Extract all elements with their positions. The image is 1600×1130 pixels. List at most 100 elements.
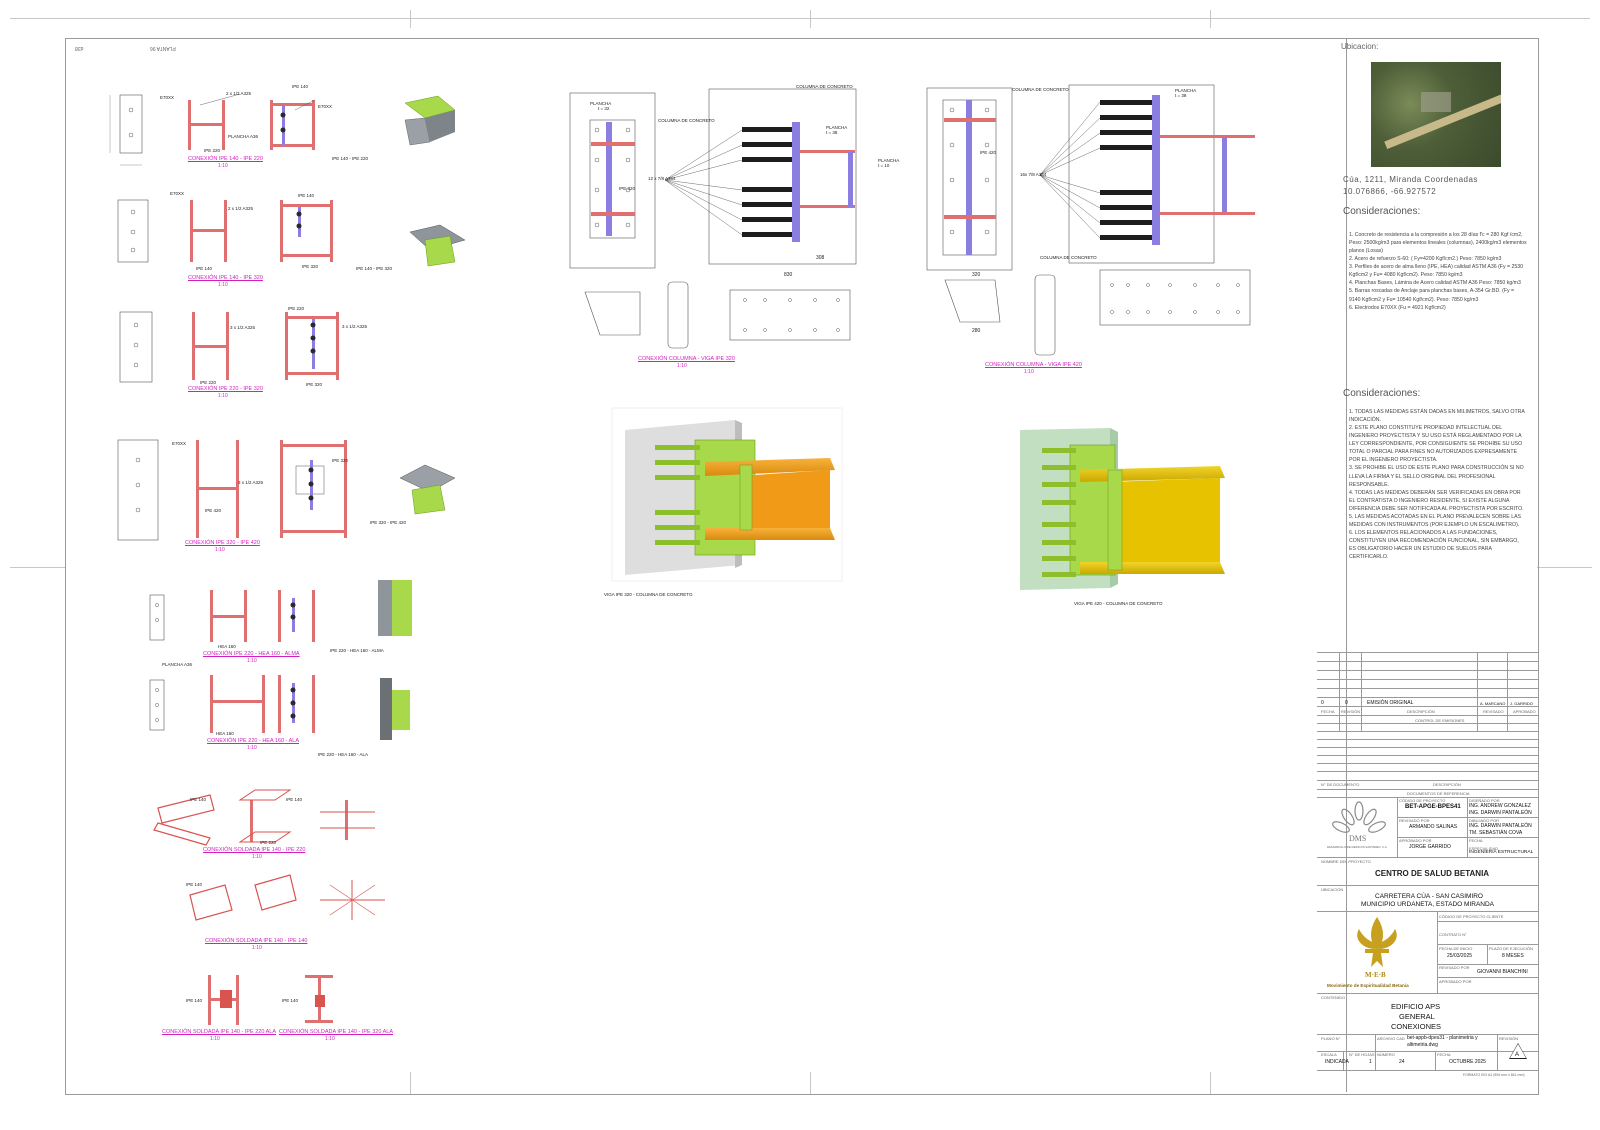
- label-iso-viga-420: VIGA IPE 420 - COLUMNA DE CONCRETO: [1074, 601, 1163, 606]
- trim-line-top: [10, 18, 1590, 19]
- label-columna-420: COLUMNA DE CONCRETO: [1012, 87, 1069, 92]
- consideraciones-heading-2: Consideraciones:: [1343, 388, 1421, 399]
- material-item: 2. Acero de refuerzo S-60: ( Fy=4200 Kgf…: [1349, 256, 1502, 263]
- location-map-image: [1371, 62, 1501, 167]
- disenado-1: ING. ANDREW GONZALEZ: [1469, 803, 1531, 809]
- connection-scale: 1:10: [218, 393, 228, 399]
- numero-value: 24: [1399, 1059, 1405, 1065]
- emission-header-fecha: FECHA: [1321, 709, 1335, 714]
- label-bolts-4: 3 x 1/2 A325: [342, 324, 368, 329]
- fleur-de-lis-icon: [1357, 917, 1397, 967]
- detail-ipe220-hea160-alma: [149, 580, 412, 642]
- escala-label: ESCALA: [1321, 1052, 1337, 1057]
- connection-title: CONEXIÓN SOLDADA IPE 140 - IPE 140: [205, 938, 308, 944]
- revision-label: REVISIÓN: [1499, 1036, 1519, 1041]
- connection-title: CONEXIÓN COLUMNA - VIGA IPE 320: [638, 356, 735, 362]
- label-e70xx-2: E70XX: [318, 104, 333, 109]
- detail-ipe140-ipe220: [109, 93, 456, 166]
- project-name: CENTRO DE SALUD BETANIA: [1375, 869, 1490, 878]
- revisado-label: REVISADO POR: [1399, 818, 1430, 823]
- plazo-value: 8 MESES: [1502, 953, 1524, 959]
- ndoc-label: N° DE DOCUMENTO: [1321, 782, 1360, 787]
- label-ipe220-3: IPE 220: [200, 380, 217, 385]
- meb-logo-text: M·E·B: [1365, 971, 1386, 979]
- detail-ipe140-ipe320: [117, 199, 466, 267]
- label-iso-140-220: IPE 140 - IPE 220: [332, 156, 369, 161]
- nombre-proyecto-label: NOMBRE DEL PROYECTO: [1321, 859, 1371, 864]
- label-anchor-320: 12 x 7/8 A354: [648, 176, 676, 181]
- hojas-value: 1: [1369, 1059, 1372, 1065]
- label-plancha-a-t: t = 32: [598, 106, 610, 111]
- fecha2-value: OCTUBRE 2025: [1449, 1059, 1486, 1065]
- ubicacion-1: CARRETERA CÚA - SAN CASIMIRO: [1375, 893, 1483, 900]
- meb-logo: M·E·B Movimiento de Espiritualidad Betan…: [1325, 913, 1435, 993]
- emission-descripcion: EMISIÓN ORIGINAL: [1367, 700, 1414, 706]
- detail-soldada-140-220: [153, 789, 375, 846]
- connection-title: CONEXIÓN IPE 220 - HEA 160 - ALA: [207, 738, 300, 744]
- numero-label: NÚMERO: [1377, 1052, 1395, 1057]
- emission-revision: 0: [1345, 700, 1348, 706]
- label-ipe140-1: IPE 140: [292, 84, 309, 89]
- codigo-cliente-label: CÓDIGO DE PROYECTO CLIENTE: [1439, 914, 1504, 919]
- detail-columna-viga-420: [926, 84, 1255, 356]
- materials-list: 1. Concreto de resistencia a la compresi…: [1349, 231, 1527, 312]
- render-viga-ipe320: [611, 407, 843, 582]
- codigo-label: CÓDIGO DE PROYECTO: [1399, 798, 1446, 803]
- note-item: 5. LAS MEDIDAS ACOTADAS EN EL PLANO PREV…: [1349, 513, 1522, 528]
- fecha-inicio-label: FECHA DE INICIO: [1439, 946, 1473, 951]
- descripcion-label: DESCRIPCIÓN: [1433, 782, 1461, 787]
- label-bolts-3: 3 x 1/2 A325: [230, 325, 256, 330]
- contenido-1: EDIFICIO APS: [1391, 1002, 1441, 1011]
- contenido-label: CONTENIDO: [1321, 995, 1345, 1000]
- label-iso-220-hea-ala: IPE 220 - HEA 160 - ALA: [318, 752, 369, 757]
- emission-header-aprobado: APROBADO: [1513, 709, 1536, 714]
- label-plancha-d-t: t = 10: [878, 163, 890, 168]
- material-item: 1. Concreto de resistencia a la compresi…: [1349, 232, 1527, 255]
- aprobado-label: APROBADO POR: [1399, 838, 1432, 843]
- label-ipe140-6: IPE 140: [186, 882, 203, 887]
- formato-label: FORMATO ISO A1 (594 mm x 841 mm): [1463, 1073, 1525, 1077]
- note-item: 2. ESTE PLANO CONSTITUYE PROPIEDAD INTEL…: [1349, 425, 1523, 464]
- label-ipe140-5: IPE 140: [286, 797, 303, 802]
- revisado-por-label: REVISADO POR: [1439, 965, 1470, 970]
- revision-triangle-inner: [1510, 1044, 1526, 1058]
- dibujado-label: DIBUJADO POR: [1469, 818, 1500, 823]
- especialidad-label: ESPECIALIDAD: [1469, 846, 1499, 851]
- control-emisiones-label: CONTROL DE EMISIONES: [1415, 718, 1465, 723]
- label-iso-140-320: IPE 140 - IPE 320: [356, 266, 393, 271]
- trim-tick: [410, 1072, 411, 1094]
- label-ipe140-4: IPE 140: [190, 797, 207, 802]
- dim-280: 280: [972, 328, 981, 334]
- label-iso-viga-320: VIGA IPE 320 - COLUMNA DE CONCRETO: [604, 592, 693, 597]
- emission-header-revision: REVISIÓN: [1341, 709, 1361, 714]
- revisado-value: ARMANDO SALINAS: [1409, 824, 1458, 830]
- trim-tick: [10, 567, 65, 568]
- connection-scale: 1:10: [218, 282, 228, 288]
- connection-scale: 1:10: [247, 745, 257, 751]
- dim-830: 830: [784, 272, 793, 278]
- emission-aprobado: J. GARRIDO: [1510, 701, 1533, 706]
- contrato-label: CONTRATO N°: [1439, 932, 1467, 937]
- connection-title: CONEXIÓN SOLDADA IPE 140 - IPE 220 ALA: [162, 1029, 277, 1035]
- plano-label: PLANO N°: [1321, 1036, 1341, 1041]
- meb-logo-subtext: Movimiento de Espiritualidad Betania: [1327, 983, 1409, 988]
- fecha-label: FECHA: [1469, 838, 1483, 843]
- label-ipe420: IPE 420: [980, 150, 997, 155]
- connection-scale: 1:10: [247, 658, 257, 664]
- label-hea160-2: HEA 160: [216, 731, 234, 736]
- location-line2: 10.076866, -66.927572: [1343, 187, 1437, 196]
- plazo-label: PLAZO DE EJECUCIÓN: [1489, 946, 1534, 951]
- label-e70xx-3: E70XX: [170, 191, 185, 196]
- label-ipe320-3: IPE 320: [306, 382, 323, 387]
- connection-scale: 1:10: [218, 163, 228, 169]
- especialidad-value: INGENIERIA ESTRUCTURAL: [1469, 850, 1534, 855]
- emission-revisado: A. MARCANO: [1480, 701, 1506, 706]
- connection-title: CONEXIÓN IPE 320 - IPE 420: [185, 540, 260, 546]
- trim-tick: [810, 1072, 811, 1094]
- label-ipe140-3: IPE 140: [196, 266, 213, 271]
- dms-logo-subtext: DESARROLLO DE MEDICOS SANTAREN, C.A.: [1327, 845, 1388, 849]
- label-ipe220-1: IPE 220: [204, 148, 221, 153]
- label-plancha-a: PLANCHA: [590, 101, 612, 106]
- title-block: Ubicacion: Cúa, 1211, Miranda Coordenada…: [1317, 39, 1538, 1092]
- connection-title: CONEXIÓN SOLDADA IPE 140 - IPE 320 ALA: [279, 1029, 394, 1035]
